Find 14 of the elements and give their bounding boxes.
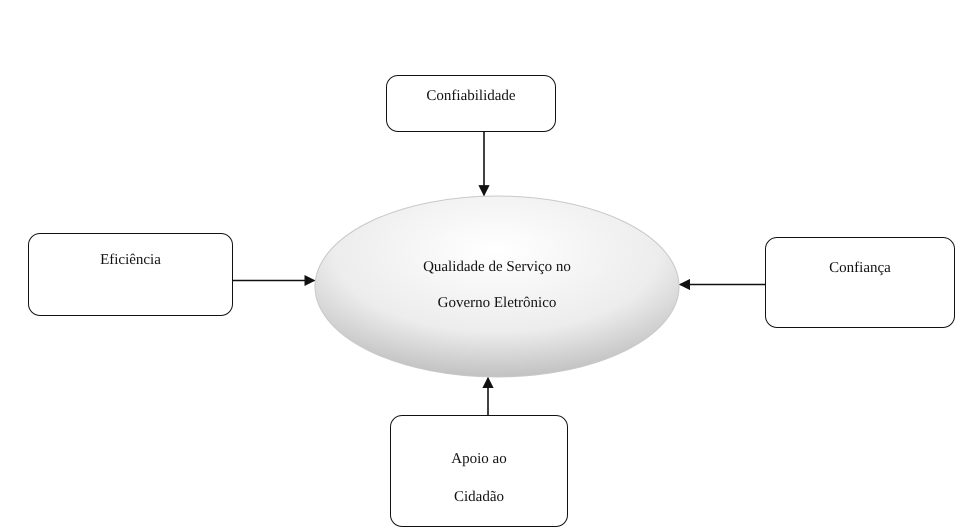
node-label: Confiança <box>829 259 891 278</box>
arrow <box>482 376 494 415</box>
ellipse-node <box>314 195 680 378</box>
rounded-box <box>386 75 556 132</box>
node-label: Qualidade de Serviço no Governo Eletrônico <box>422 258 572 313</box>
rounded-box <box>28 233 233 316</box>
arrow <box>678 278 765 290</box>
node-label: Eficiência <box>100 251 161 270</box>
rounded-box <box>390 415 568 527</box>
arrow <box>478 132 490 196</box>
arrow <box>233 274 316 286</box>
rounded-box <box>765 237 955 328</box>
node-label: Confiabilidade <box>426 87 516 106</box>
node-label: Apoio ao Cidadão <box>450 450 508 507</box>
